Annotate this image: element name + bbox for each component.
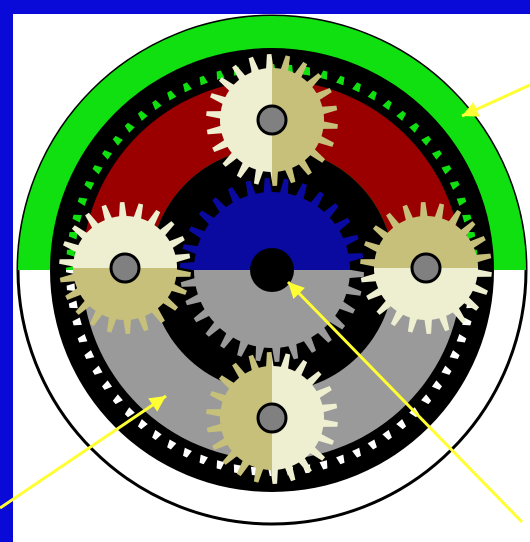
- pointer-arrow-ring-gear: [462, 85, 530, 117]
- planet-pin-icon: [258, 404, 286, 432]
- planet-pin-icon: [412, 254, 440, 282]
- planet-pin-icon: [258, 106, 286, 134]
- planet-pin-icon: [111, 254, 139, 282]
- sun-shaft: [250, 248, 294, 292]
